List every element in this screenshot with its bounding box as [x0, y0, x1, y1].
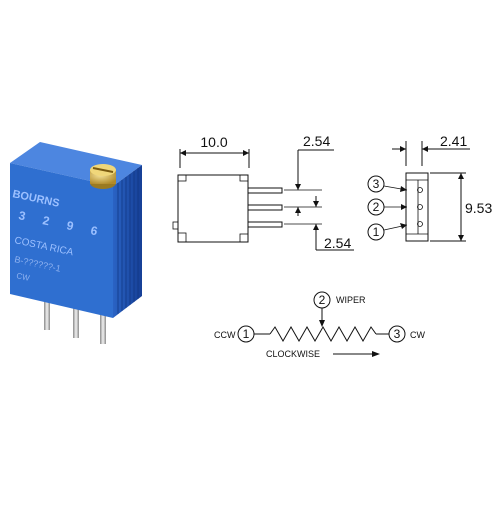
side-pin-hole-1 [417, 221, 423, 227]
dim-height: 9.53 [465, 200, 492, 216]
front-view-notch-bl [177, 232, 187, 243]
photo-digit-4: 6 [89, 223, 99, 238]
side-pin-hole-2 [417, 204, 423, 210]
pin-3-photo [100, 300, 106, 344]
pin-1-photo [44, 288, 50, 330]
adjust-screw-slot [92, 167, 114, 173]
schematic-diagram: CCW 1 3 CW 2 WIPER CLOCKWISE [214, 291, 425, 359]
photo-model-digits: 3 2 9 6 [17, 208, 99, 238]
dim-pitch-bottom: 2.54 [324, 235, 351, 251]
photo-digit-3: 9 [65, 218, 75, 233]
front-view-notch-tl [177, 174, 187, 182]
pin-label-2-text: 2 [373, 200, 380, 214]
front-view-drawing: 10.0 2.54 2.54 [172, 133, 354, 251]
schematic-wiper-label: WIPER [336, 295, 366, 305]
pin-label-1: 1 [367, 223, 408, 241]
dim-side-depth: 2.41 [440, 133, 467, 149]
front-view-notch-tr [239, 174, 249, 182]
schematic-cw-label: CW [410, 330, 425, 340]
dim-pitch-top: 2.54 [303, 133, 330, 149]
photo-marking: CW [16, 271, 31, 283]
pin-label-1-text: 1 [373, 225, 380, 239]
dim-width: 10.0 [200, 134, 227, 150]
schematic-pin-3-text: 3 [394, 327, 401, 341]
body-side-face [113, 165, 142, 318]
pin-label-3: 3 [367, 175, 408, 193]
side-view-body [405, 172, 429, 242]
front-view-pin-top [247, 187, 283, 194]
pin-label-3-text: 3 [373, 177, 380, 191]
front-view-body [177, 174, 249, 243]
body-side-ribs [117, 168, 139, 314]
pin-2-photo [73, 294, 79, 338]
pin-label-2: 2 [367, 198, 407, 216]
schematic-ccw-label: CCW [214, 330, 236, 340]
schematic-clockwise-label: CLOCKWISE [266, 349, 320, 359]
front-view-notch-br [239, 233, 249, 243]
front-view-pin-mid [247, 204, 283, 211]
front-view-pin-bot [247, 221, 283, 228]
schematic-pin-1-text: 1 [243, 327, 250, 341]
side-view-drawing: 2.41 3 2 1 [367, 133, 492, 242]
front-view-tab [172, 221, 179, 230]
schematic-resistor [269, 325, 377, 343]
photo-digit-1: 3 [17, 208, 27, 223]
product-photo: BOURNS 3 2 9 6 COSTA RICA B-??????-1 CW [10, 142, 142, 344]
photo-digit-2: 2 [41, 213, 51, 228]
schematic-pin-2-text: 2 [319, 293, 326, 307]
body-front-face [10, 163, 113, 318]
side-pin-hole-3 [417, 187, 423, 193]
schematic-pin-3 [388, 325, 406, 343]
